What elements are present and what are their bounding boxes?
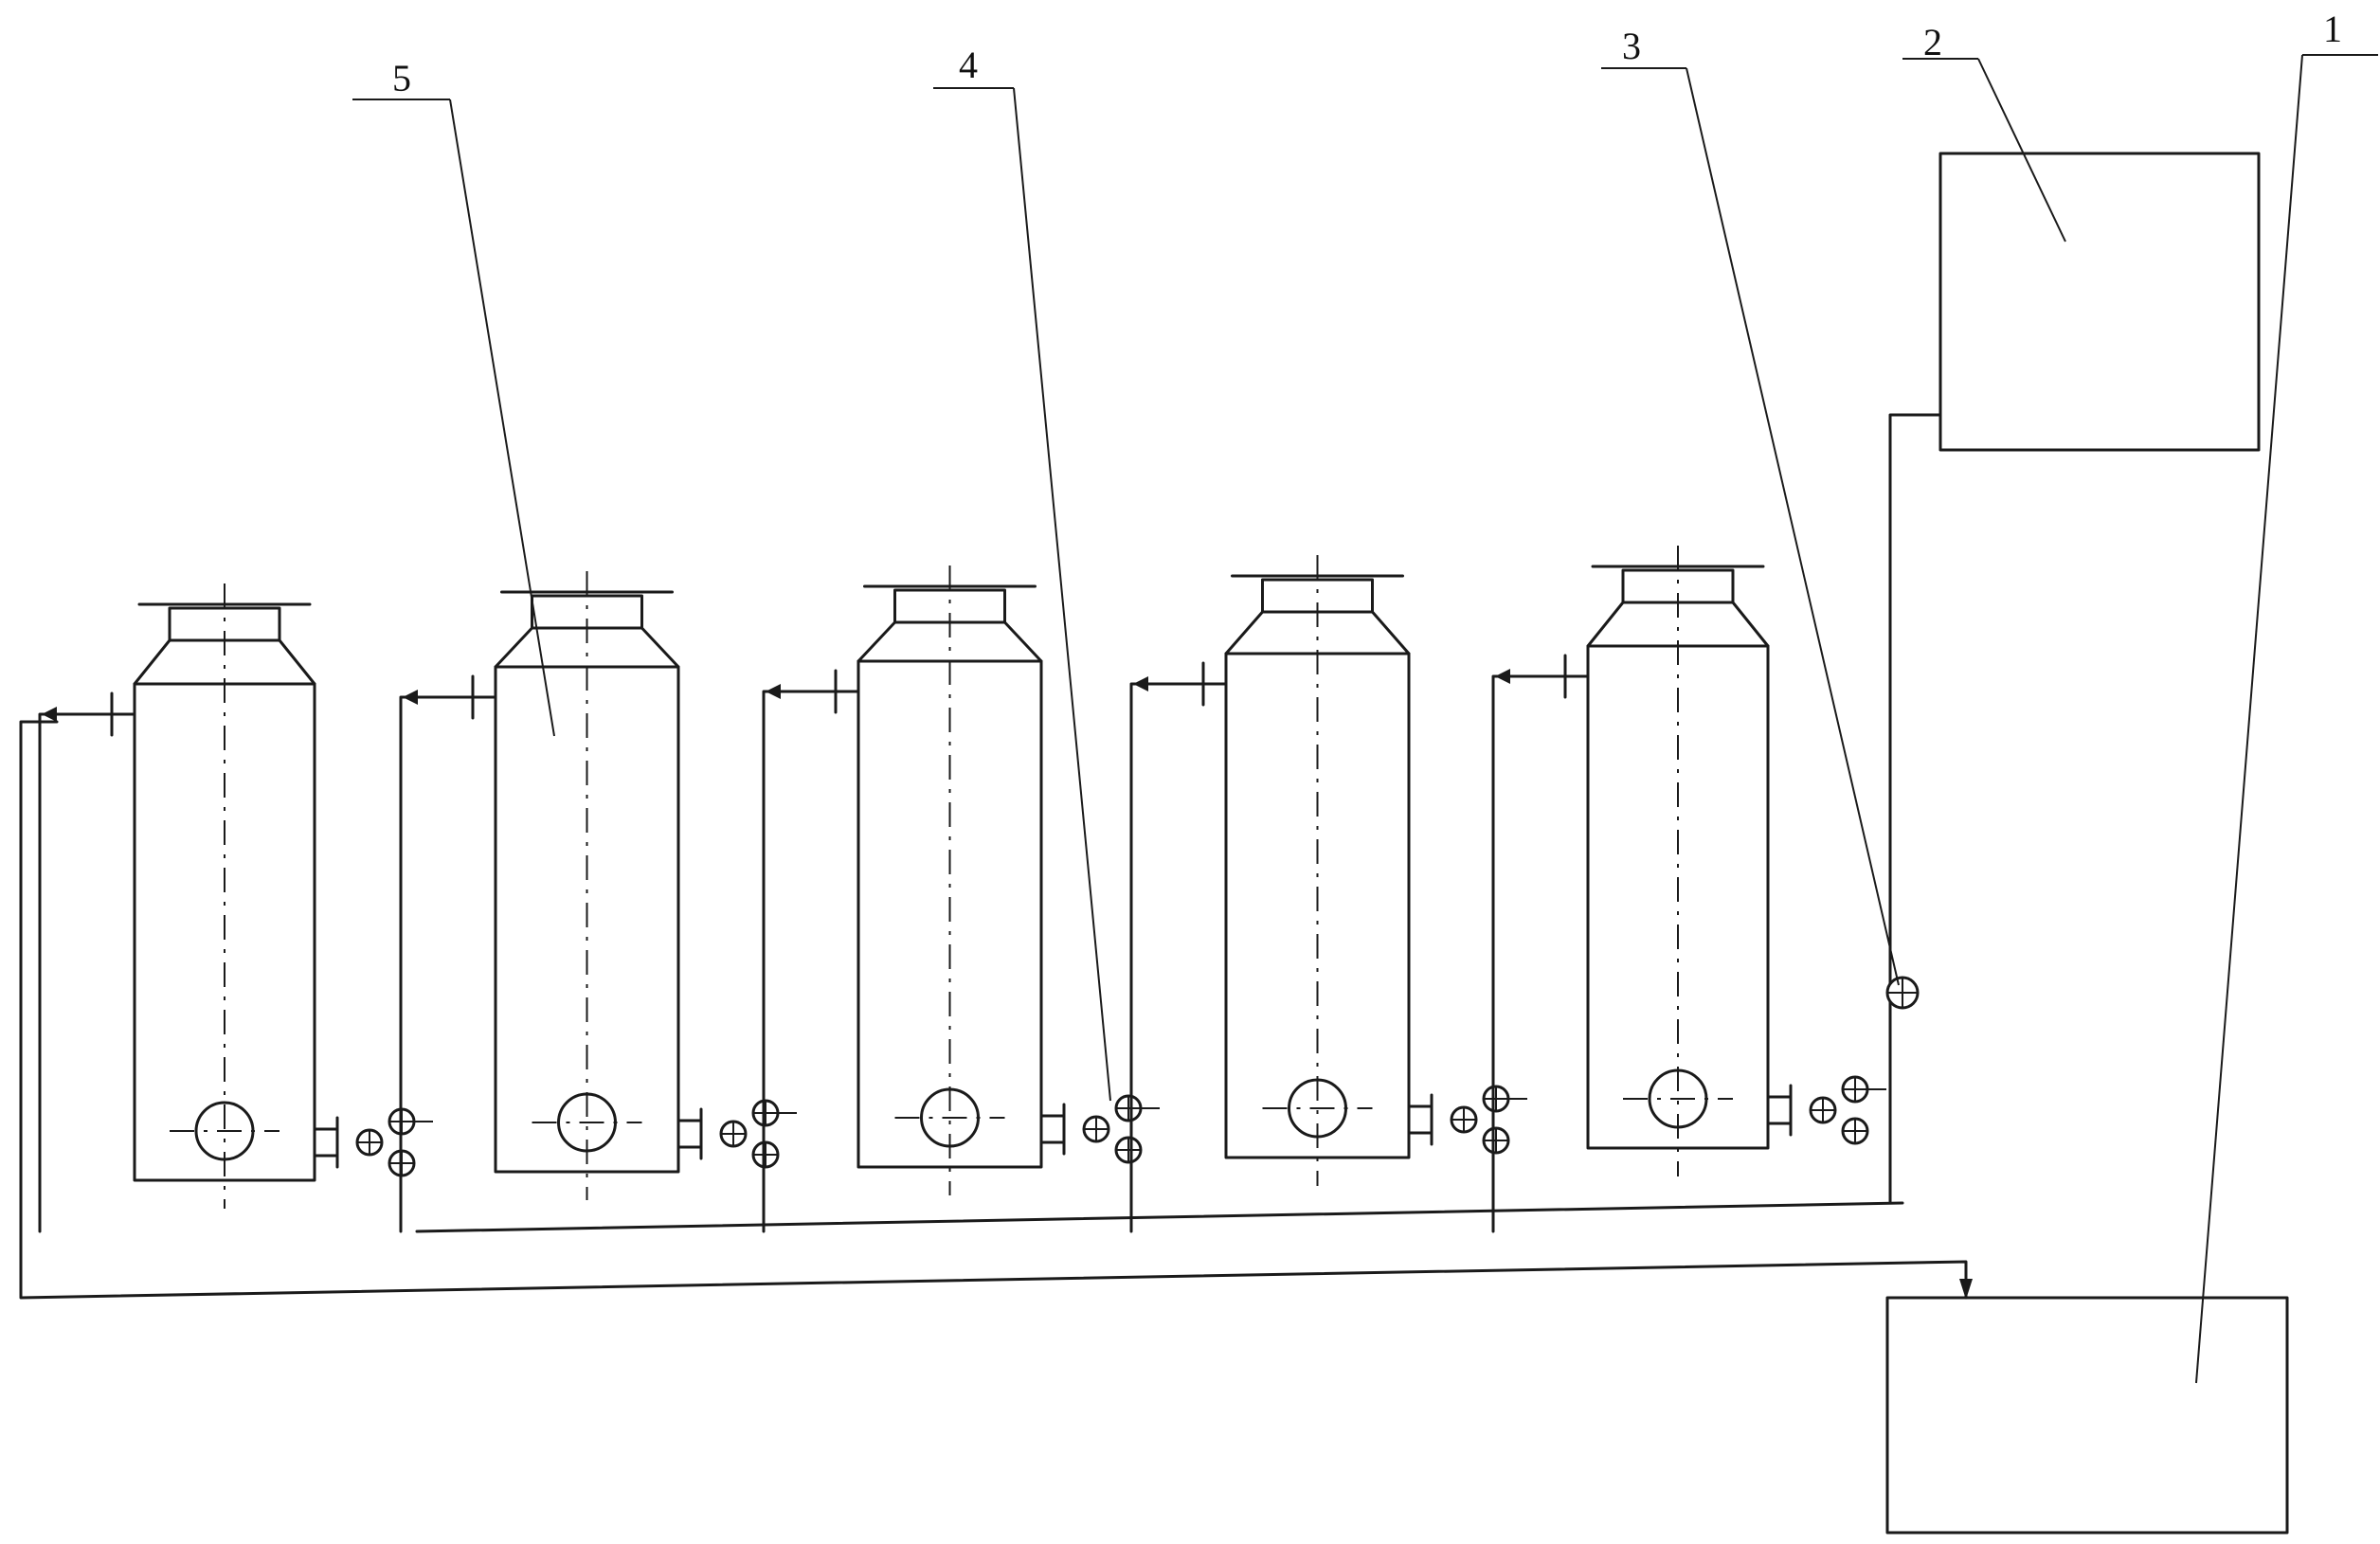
- branch-valve-icon: [1482, 1085, 1510, 1113]
- inlet-valve-icon: [1082, 1115, 1110, 1143]
- inlet-valve-icon: [1450, 1105, 1478, 1134]
- feed-line: [1888, 413, 1942, 1205]
- branch-valve-icon: [1114, 1094, 1143, 1122]
- branch-valve-icon: [1482, 1126, 1510, 1155]
- vessel-1: [38, 583, 433, 1233]
- label-2: 2: [1923, 21, 1942, 63]
- label-1: 1: [2323, 8, 2342, 50]
- piping: [19, 413, 1968, 1300]
- vessel-4: [1129, 555, 1527, 1233]
- branch-valve-icon: [1841, 1117, 1869, 1145]
- arrow-into-tank-1: [1959, 1279, 1973, 1300]
- tank-1: [1885, 1296, 2289, 1535]
- label-4: 4: [959, 44, 978, 86]
- label-3: 3: [1622, 25, 1641, 67]
- branch-valve-icon: [1841, 1075, 1869, 1104]
- inlet-valve-icon: [1809, 1096, 1837, 1124]
- valve-3: [1885, 976, 1920, 1010]
- branch-valve-icon: [751, 1099, 780, 1127]
- vessel-3: [762, 566, 1160, 1233]
- inlet-valve-icon: [355, 1128, 384, 1157]
- vessel-5: [1491, 546, 1886, 1233]
- label-5: 5: [392, 57, 411, 99]
- inlet-valve-icon: [719, 1120, 748, 1148]
- leaders: [352, 54, 2378, 1384]
- vessel-group: [38, 546, 1886, 1233]
- tank-2: [1938, 152, 2261, 452]
- branch-valve-icon: [751, 1140, 780, 1169]
- vessel-2: [399, 571, 797, 1233]
- branch-valve-icon: [1114, 1136, 1143, 1164]
- return-line: [19, 720, 1968, 1300]
- collector-line: [415, 1201, 1904, 1233]
